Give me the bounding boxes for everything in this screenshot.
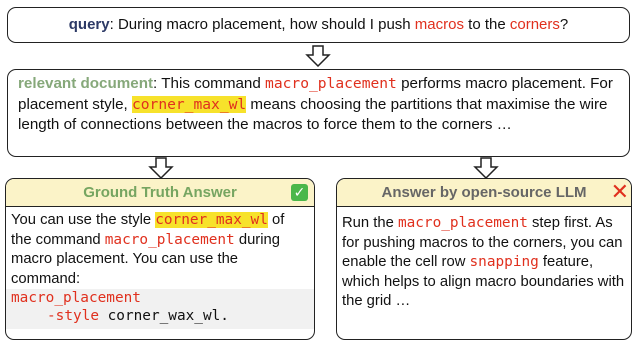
- query-label: query: [68, 16, 110, 33]
- llm-snapping: snapping: [469, 254, 539, 270]
- document-text-2: performs macro placement. For placement …: [18, 75, 613, 113]
- down-arrow-icon: [305, 45, 331, 67]
- llm-answer-header: Answer by open-source LLM ✕: [337, 179, 631, 207]
- query-separator: :: [109, 16, 118, 33]
- document-text-3: means choosing the partitions that maxim…: [18, 95, 608, 134]
- gt-code-flag: -style: [47, 308, 99, 324]
- ground-truth-title: Ground Truth Answer: [83, 184, 237, 201]
- llm-text-2: step first. As for pushing macros to the…: [342, 215, 623, 270]
- ground-truth-card: Ground Truth Answer ✓ You can use the st…: [5, 178, 315, 340]
- llm-text-3: feature, which helps to align macro boun…: [342, 254, 625, 309]
- query-highlight-macros: macros: [414, 16, 464, 33]
- query-text-1: During macro placement, how should I pus…: [117, 16, 415, 33]
- llm-answer-body: Run the macro_placement step first. As f…: [337, 207, 631, 312]
- gt-text-3: during macro placement. You can use the …: [11, 231, 280, 287]
- gt-code-arg: corner_wax_wl.: [98, 308, 229, 324]
- query-highlight-corners: corners: [509, 16, 560, 33]
- query-text-2: to the: [463, 16, 510, 33]
- relevant-document-box: relevant document: This command macro_pl…: [7, 69, 630, 157]
- gt-code-line-1: macro_placement: [11, 290, 141, 306]
- llm-answer-title: Answer by open-source LLM: [381, 184, 587, 201]
- gt-text-1: You can use the style: [11, 212, 156, 228]
- llm-answer-card: Answer by open-source LLM ✕ Run the macr…: [336, 178, 632, 340]
- query-text-3: ?: [559, 16, 569, 33]
- gt-text-2: of the command: [11, 212, 285, 248]
- llm-command: macro_placement: [397, 215, 528, 231]
- gt-style: corner_max_wl: [155, 212, 268, 228]
- ground-truth-body: You can use the style corner_max_wl of t…: [6, 207, 314, 329]
- down-arrow-icon: [473, 157, 499, 179]
- gt-command: macro_placement: [104, 231, 235, 248]
- llm-text-1: Run the: [342, 215, 398, 231]
- document-separator: :: [153, 75, 162, 92]
- check-icon: ✓: [291, 184, 308, 201]
- ground-truth-header: Ground Truth Answer ✓: [6, 179, 314, 207]
- gt-code-line-2: -style corner_wax_wl.: [11, 307, 308, 325]
- down-arrow-icon: [148, 157, 174, 179]
- document-style: corner_max_wl: [131, 95, 247, 113]
- cross-icon: ✕: [610, 179, 629, 204]
- query-box: query: During macro placement, how shoul…: [7, 7, 630, 43]
- document-command: macro_placement: [265, 75, 397, 92]
- document-label: relevant document: [18, 75, 154, 92]
- gt-code-block: macro_placement -style corner_wax_wl.: [6, 289, 314, 329]
- document-text-1: This command: [161, 75, 266, 92]
